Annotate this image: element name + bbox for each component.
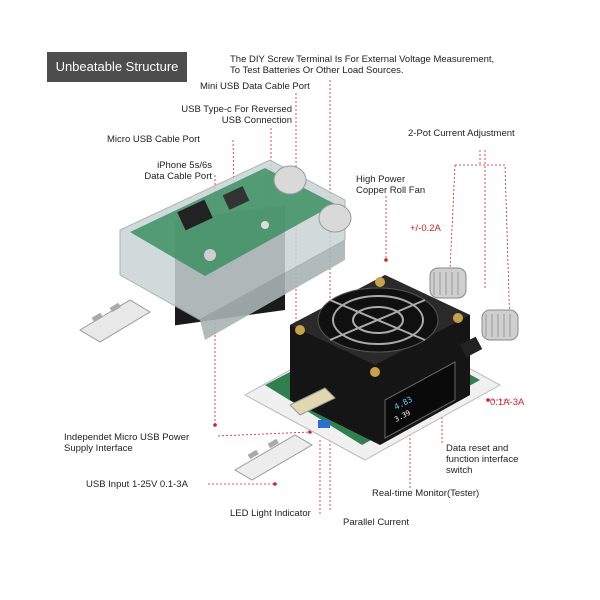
label-fan: High Power Copper Roll Fan	[356, 174, 426, 196]
knob-right	[481, 309, 519, 341]
back-module	[79, 159, 352, 343]
label-two-pot: 2-Pot Current Adjustment	[408, 128, 515, 139]
knob-left	[429, 267, 467, 299]
label-range: 0.1A-3A	[490, 397, 525, 408]
label-iphone: iPhone 5s/6s Data Cable Port	[144, 160, 212, 182]
label-monitor: Real-time Monitor(Tester)	[372, 488, 480, 499]
label-pm02: +/-0.2A	[410, 223, 441, 234]
label-parallel: Parallel Current	[343, 517, 409, 528]
label-micro-power: Independet Micro USB Power Supply Interf…	[64, 432, 190, 454]
label-reset: Data reset and function interface switch	[446, 443, 519, 476]
title-badge: Unbeatable Structure	[47, 52, 187, 82]
label-usb-input: USB Input 1-25V 0.1-3A	[86, 479, 188, 490]
label-led: LED Light Indicator	[230, 508, 311, 519]
label-diy-terminal: The DIY Screw Terminal Is For External V…	[230, 54, 495, 76]
label-micro-usb-port: Micro USB Cable Port	[107, 134, 200, 145]
label-usb-typec: USB Type-c For Reversed USB Connection	[181, 104, 292, 126]
label-mini-usb: Mini USB Data Cable Port	[200, 81, 310, 92]
front-module: 4.83 3.39	[234, 267, 519, 481]
